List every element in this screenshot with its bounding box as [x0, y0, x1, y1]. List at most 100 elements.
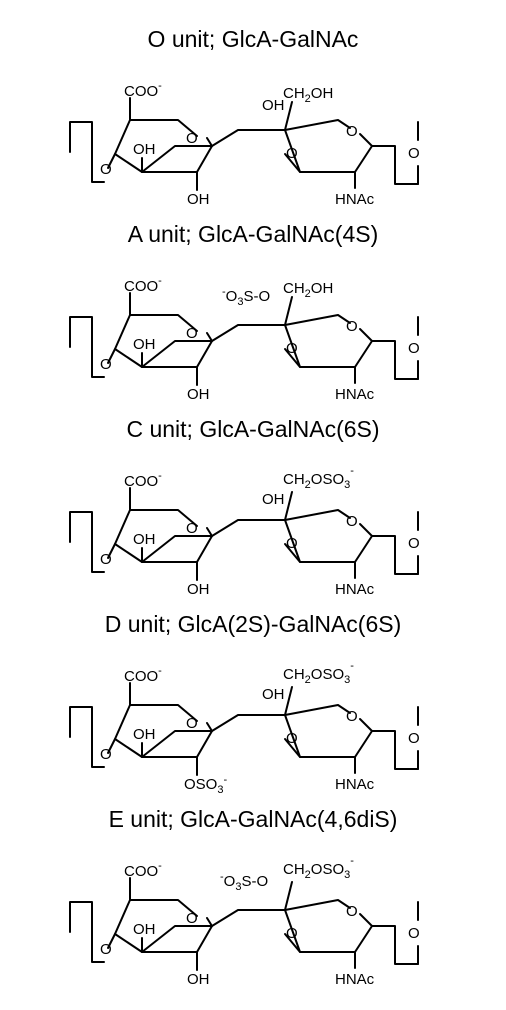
disaccharide-structure: COO- OH O O O O HNAc O OH -O3S-O CH2OSO3…: [69, 855, 420, 988]
hydroxymethyl-label: CH2OH: [283, 280, 333, 300]
left-bracket: [69, 316, 105, 378]
glca-ring-cross: [141, 340, 213, 368]
galnac-ring-oxygen-label: O: [346, 513, 358, 530]
acetamido-label: HNAc: [335, 191, 375, 208]
glca-ring-bottom: [114, 509, 213, 563]
glca-ring-oxygen-label: O: [186, 520, 198, 537]
unit-title: O unit; GlcA-GalNAc: [147, 26, 359, 52]
glca-oh2-label: OH: [187, 386, 210, 403]
glca-ring-bottom: [114, 314, 213, 368]
glca-oh2-label: OH: [187, 971, 210, 988]
glca-ring-cross: [141, 145, 213, 173]
galnac-o4-ring-label: O: [286, 925, 298, 942]
glca-oh3-label: OH: [133, 141, 156, 158]
link-oxygen-label: O: [408, 535, 420, 552]
carboxylate-label: COO-: [124, 860, 162, 880]
disaccharide-structure: COO- OH O O O O HNAc O OH OH CH2OSO3-: [69, 465, 420, 598]
glca-o4-label: O: [100, 941, 112, 958]
galnac-ring-side: [284, 519, 373, 563]
galnac-ring-top: [284, 704, 351, 716]
galnac-o4-ring-label: O: [286, 535, 298, 552]
glca-o4-label: O: [100, 746, 112, 763]
right-link: [371, 925, 419, 965]
glca-ring-oxygen-label: O: [186, 910, 198, 927]
galnac-ring-top: [284, 314, 351, 326]
glycosidic-bond: [211, 519, 286, 537]
glca-oh3-label: OH: [133, 921, 156, 938]
unit-title: E unit; GlcA-GalNAc(4,6diS): [108, 806, 398, 832]
unit-title: C unit; GlcA-GalNAc(6S): [126, 416, 380, 442]
glca-ring-cross: [141, 535, 213, 563]
left-bracket: [69, 706, 105, 768]
glca-ring-oxygen-label: O: [186, 325, 198, 342]
galnac-ring-oxygen-label: O: [346, 318, 358, 335]
glca-oh3-label: OH: [133, 531, 156, 548]
galnac-ring-o4: [284, 738, 301, 758]
galnac-c6-bond: [284, 296, 293, 326]
glca-o4-bond: [107, 543, 116, 559]
glca-o4-label: O: [100, 356, 112, 373]
galnac-o4-ring-label: O: [286, 145, 298, 162]
glca-oh3-label: OH: [133, 726, 156, 743]
unit-panel-e: E unit; GlcA-GalNAc(4,6diS): [0, 806, 506, 996]
glca-ring-cross: [141, 730, 213, 758]
galnac-ring-oxygen-label: O: [346, 903, 358, 920]
galnac-ring-o4: [284, 348, 301, 368]
galnac-ring-oxygen-label: O: [346, 123, 358, 140]
galnac-ring-side: [284, 129, 373, 173]
glycosidic-bond: [211, 324, 286, 342]
acetamido-label: HNAc: [335, 776, 375, 793]
glca-o4-bond: [107, 933, 116, 949]
galnac-6-sulfate-label: CH2OSO3-: [283, 465, 354, 491]
galnac-c6-bond: [284, 881, 293, 911]
glca-2-sulfate-label: OSO3-: [184, 774, 227, 796]
galnac-ring-side: [284, 909, 373, 953]
glca-ring-top: [129, 119, 198, 137]
galnac-ring-top: [284, 119, 351, 131]
galnac-o4-ring-label: O: [286, 340, 298, 357]
glycosidic-bond: [211, 909, 286, 927]
unit-title: D unit; GlcA(2S)-GalNAc(6S): [104, 611, 402, 637]
link-oxygen-label: O: [408, 730, 420, 747]
right-link: [371, 535, 419, 575]
glca-o4-label: O: [100, 161, 112, 178]
galnac-ring-top: [284, 509, 351, 521]
carboxylate-label: COO-: [124, 665, 162, 685]
galnac-oh4-label: OH: [262, 97, 285, 114]
carboxylate-label: COO-: [124, 80, 162, 100]
galnac-c6-bond: [284, 101, 293, 131]
glca-oh2-label: OH: [187, 581, 210, 598]
disaccharide-structure: COO- OH O O O O HNAc O OSO3- OH CH2OSO3-: [69, 660, 420, 796]
disaccharide-structure: COO- OH O O O O HNAc O OH -O3S-O CH2OH: [69, 275, 420, 403]
galnac-ring-o4: [284, 543, 301, 563]
galnac-ring-top: [284, 899, 351, 911]
unit-panel-c: C unit; GlcA-GalNAc(6S): [0, 416, 506, 606]
glca-oh2-label: OH: [187, 191, 210, 208]
link-oxygen-label: O: [408, 145, 420, 162]
acetamido-label: HNAc: [335, 971, 375, 988]
galnac-c6-bond: [284, 686, 293, 716]
galnac-4-sulfate-label: -O3S-O: [220, 871, 268, 893]
glca-ring-oxygen-label: O: [186, 130, 198, 147]
unit-panel-d: D unit; GlcA(2S)-GalNAc(6S): [0, 611, 506, 801]
glca-ring-cross: [141, 925, 213, 953]
galnac-o4-ring-label: O: [286, 730, 298, 747]
glca-o4-bond: [107, 348, 116, 364]
galnac-oh4-label: OH: [262, 686, 285, 703]
glca-o4-bond: [107, 153, 116, 169]
glca-oh3-label: OH: [133, 336, 156, 353]
right-link: [371, 730, 419, 770]
galnac-ring-o4: [284, 933, 301, 953]
right-link: [371, 340, 419, 380]
galnac-oh4-label: OH: [262, 491, 285, 508]
galnac-ring-side: [284, 324, 373, 368]
unit-panel-o: O unit; GlcA-GalNAc: [0, 26, 506, 216]
glca-ring-bottom: [114, 119, 213, 173]
left-bracket: [69, 121, 105, 183]
carboxylate-label: COO-: [124, 470, 162, 490]
glca-ring-bottom: [114, 704, 213, 758]
glca-ring-bottom: [114, 899, 213, 953]
galnac-ring-side: [284, 714, 373, 758]
acetamido-label: HNAc: [335, 386, 375, 403]
glca-ring-oxygen-label: O: [186, 715, 198, 732]
